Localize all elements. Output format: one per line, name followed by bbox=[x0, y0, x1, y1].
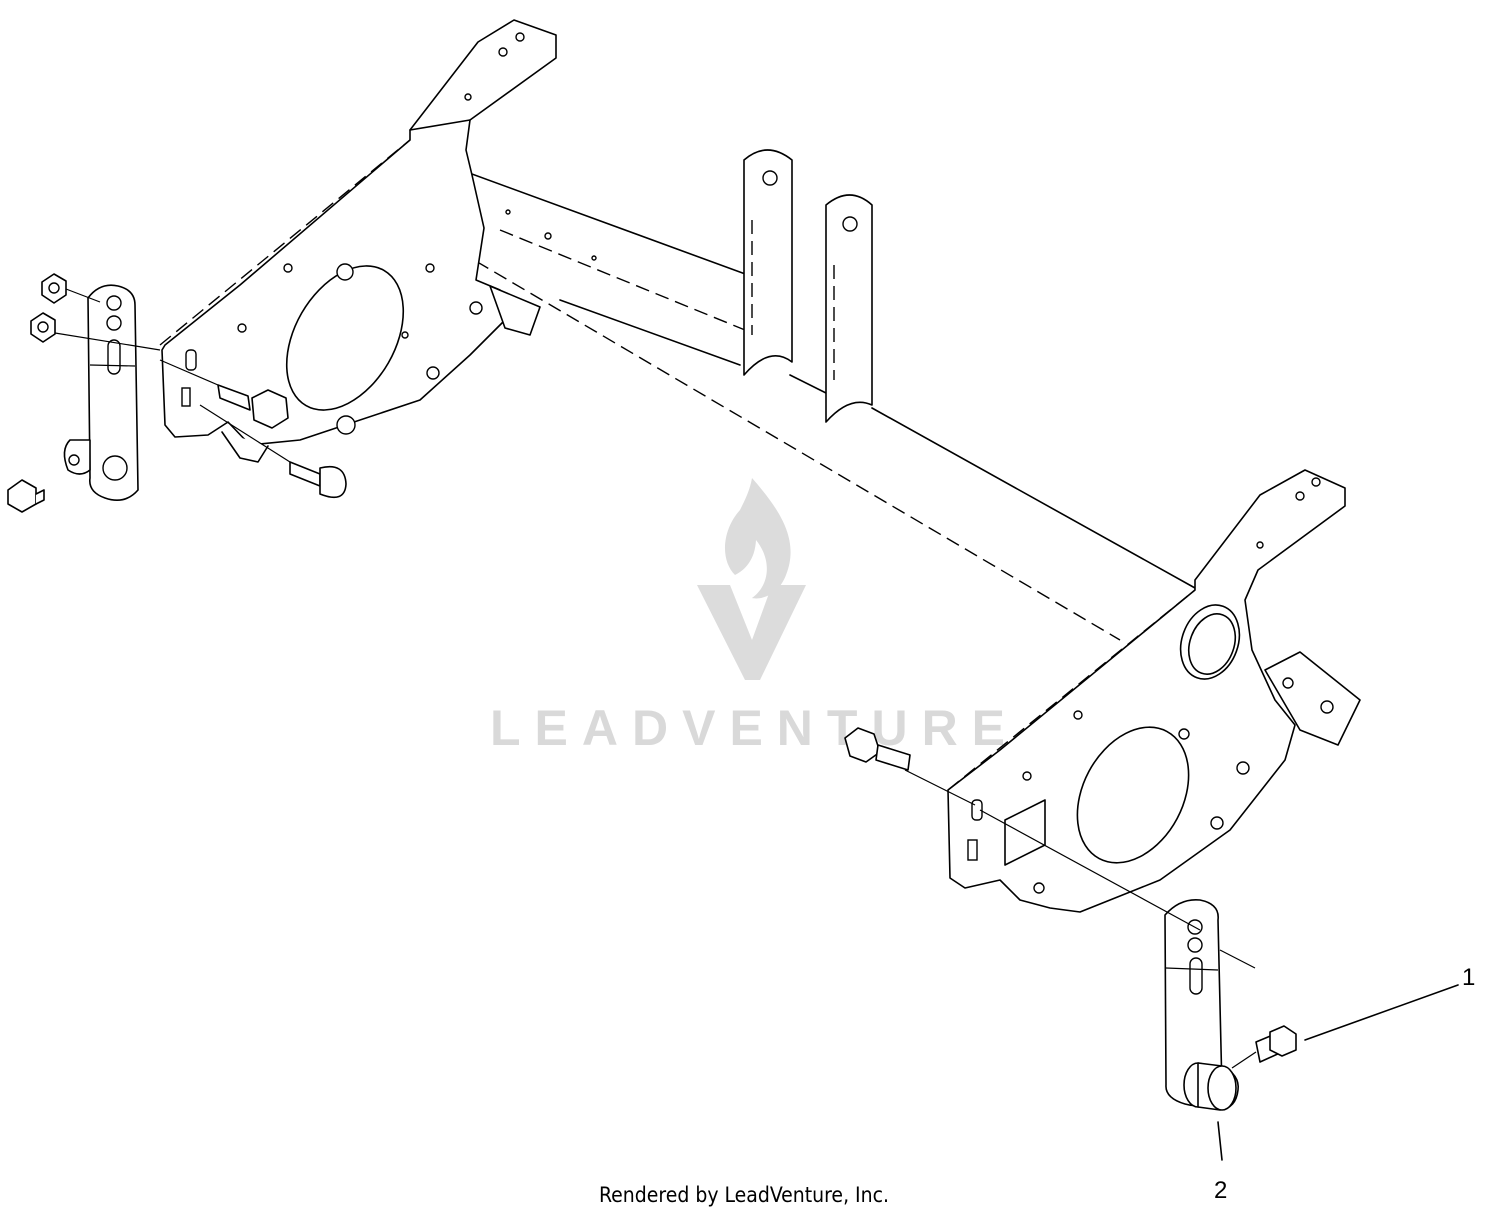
callout-1: 1 bbox=[1304, 964, 1475, 1041]
leadventure-watermark: LEADVENTURE bbox=[490, 478, 1019, 756]
right-side-plate bbox=[947, 469, 1361, 913]
callout-2-label: 2 bbox=[1214, 1177, 1227, 1204]
callout-1-label: 1 bbox=[1462, 964, 1475, 991]
right-hex-bolt bbox=[844, 727, 976, 806]
left-hex-bolt bbox=[159, 359, 289, 429]
left-side-plate bbox=[159, 19, 557, 463]
watermark-text: LEADVENTURE bbox=[490, 700, 1019, 756]
tube-lug-left bbox=[743, 149, 793, 376]
left-adjustment-bar bbox=[63, 284, 139, 501]
left-nut-lower bbox=[30, 312, 161, 351]
spacer-bushing bbox=[1183, 1062, 1239, 1111]
cross-tube bbox=[397, 154, 1196, 641]
flame-logo-icon bbox=[697, 478, 806, 680]
tube-lug-right bbox=[825, 194, 873, 423]
rendered-by-credit: Rendered by LeadVenture, Inc. bbox=[599, 1183, 889, 1207]
shoulder-bolt bbox=[1231, 1025, 1297, 1069]
left-carriage-bolt bbox=[199, 404, 347, 499]
left-small-bolt bbox=[7, 479, 45, 513]
right-adjustment-bar bbox=[979, 809, 1256, 1107]
left-nut-upper bbox=[41, 273, 101, 304]
callout-2: 2 bbox=[1214, 1121, 1227, 1204]
